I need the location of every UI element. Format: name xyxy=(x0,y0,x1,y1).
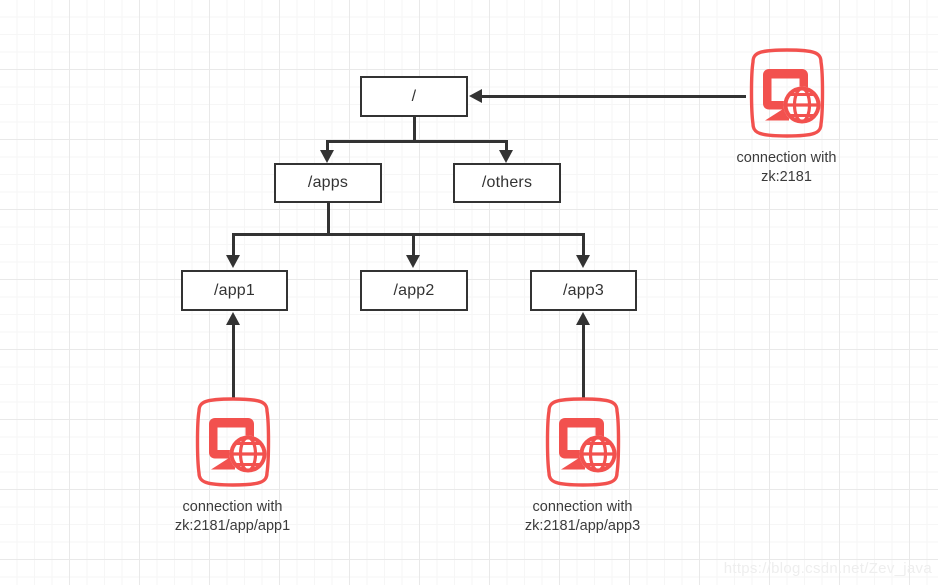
arrowhead-to-app2 xyxy=(406,255,420,268)
client-app3-label-line2: zk:2181/app/app3 xyxy=(524,518,641,534)
monitor-globe-icon xyxy=(743,48,831,145)
arrowhead-client-app3 xyxy=(576,312,590,325)
client-root-label: connection with zk:2181 xyxy=(737,149,837,187)
edge-root-stem xyxy=(413,117,416,142)
edge-client-root xyxy=(481,95,746,98)
node-apps[interactable]: /apps xyxy=(274,163,382,203)
client-app1-label: connection with zk:2181/app/app1 xyxy=(175,498,290,536)
edge-to-apps xyxy=(326,140,329,152)
client-app1[interactable]: connection with zk:2181/app/app1 xyxy=(160,397,305,536)
node-root-label: / xyxy=(411,87,417,105)
edge-apps-stem xyxy=(327,203,330,235)
node-app1-label: /app1 xyxy=(213,281,256,299)
arrowhead-client-root xyxy=(469,89,482,103)
client-root-label-line2: zk:2181 xyxy=(761,169,812,185)
watermark: https://blog.csdn.net/Zev_java xyxy=(723,560,932,577)
client-root-label-line1: connection with xyxy=(736,150,837,166)
monitor-globe-icon xyxy=(539,397,627,494)
edge-level1-bus xyxy=(326,140,507,143)
arrowhead-to-apps xyxy=(320,150,334,163)
monitor-globe-icon xyxy=(189,397,277,494)
arrowhead-to-app3 xyxy=(576,255,590,268)
node-app3[interactable]: /app3 xyxy=(530,270,637,311)
client-root[interactable]: connection with zk:2181 xyxy=(714,48,859,187)
node-app2[interactable]: /app2 xyxy=(360,270,468,311)
edge-to-others xyxy=(505,140,508,152)
client-app3[interactable]: connection with zk:2181/app/app3 xyxy=(510,397,655,536)
edge-level2-bus xyxy=(232,233,584,236)
node-others-label: /others xyxy=(481,174,533,191)
arrowhead-to-others xyxy=(499,150,513,163)
node-apps-label: /apps xyxy=(307,174,349,191)
edge-to-app1 xyxy=(232,233,235,255)
arrowhead-client-app1 xyxy=(226,312,240,325)
client-app3-label-line1: connection with xyxy=(532,499,633,515)
client-app1-label-line1: connection with xyxy=(182,499,283,515)
node-app1[interactable]: /app1 xyxy=(181,270,288,311)
edge-to-app2 xyxy=(412,233,415,255)
client-app1-label-line2: zk:2181/app/app1 xyxy=(174,518,291,534)
node-app3-label: /app3 xyxy=(562,281,605,299)
node-others[interactable]: /others xyxy=(453,163,561,203)
node-root[interactable]: / xyxy=(360,76,468,117)
arrowhead-to-app1 xyxy=(226,255,240,268)
client-app3-label: connection with zk:2181/app/app3 xyxy=(525,498,640,536)
edge-to-app3 xyxy=(582,233,585,255)
node-app2-label: /app2 xyxy=(393,281,435,299)
edge-client-app1 xyxy=(232,325,235,398)
edge-client-app3 xyxy=(582,325,585,398)
